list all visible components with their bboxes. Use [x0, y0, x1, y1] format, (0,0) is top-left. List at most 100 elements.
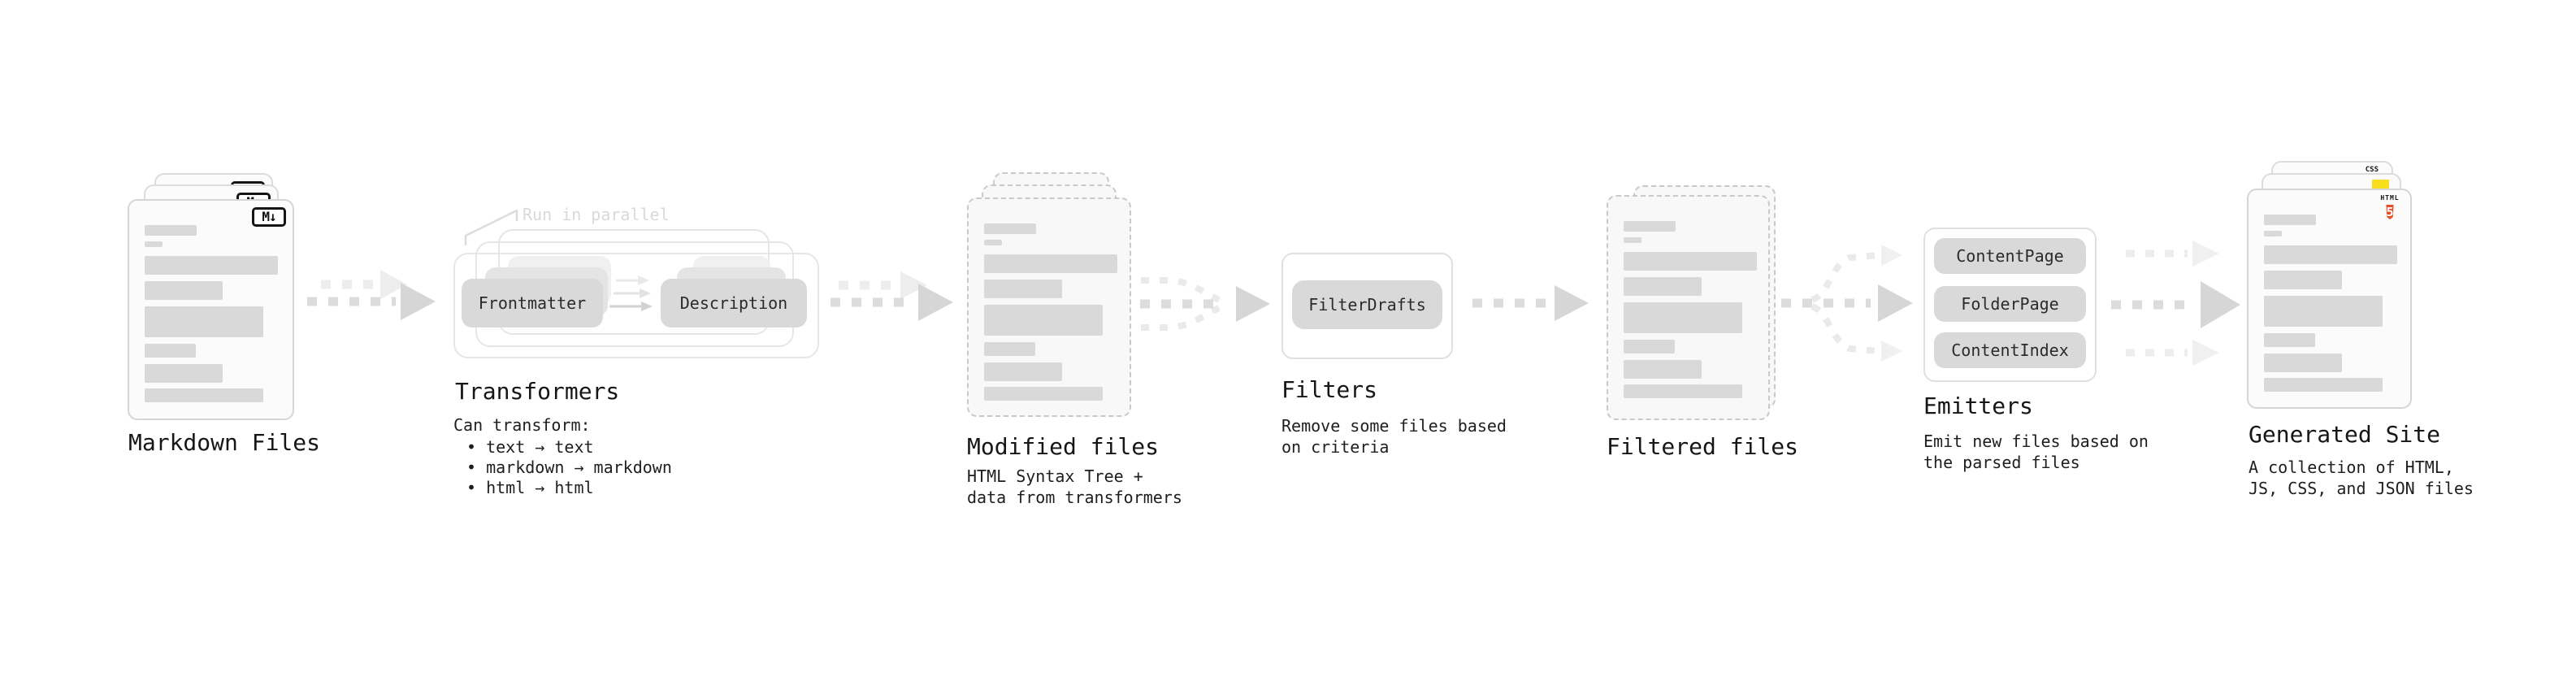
- stage-markdown-files: M↓ M↓ M↓ Markdown Files: [128, 159, 339, 476]
- arrowhead: [2192, 340, 2219, 366]
- placeholder-bar: [2264, 333, 2315, 347]
- placeholder-bar: [984, 223, 1036, 234]
- markdown-icon: M↓: [252, 207, 286, 227]
- html5-icon-word: HTML: [2380, 194, 2400, 202]
- stage-emitters: ContentPage FolderPage ContentIndex Emit…: [1923, 228, 2151, 488]
- generated-site-description: A collection of HTML, JS, CSS, and JSON …: [2249, 458, 2474, 498]
- stage-label-filtered-files: Filtered files: [1607, 433, 1799, 460]
- stage-generated-site: CSS HTML 5 Generated Site A collection o…: [2247, 159, 2491, 509]
- frontmatter-pill: Frontmatter: [462, 279, 603, 327]
- filtered-file-front: [1607, 195, 1770, 420]
- stage-label-transformers: Transformers: [455, 378, 620, 405]
- placeholder-bar: [145, 281, 223, 300]
- stage-label-markdown-files: Markdown Files: [128, 429, 321, 456]
- placeholder-bar: [145, 241, 163, 247]
- diverge-top-path: [1811, 252, 1880, 303]
- arrowhead: [2201, 281, 2240, 328]
- stage-label-emitters: Emitters: [1923, 393, 2033, 419]
- placeholder-bar: [1624, 221, 1676, 232]
- placeholder-bar: [2264, 296, 2383, 327]
- filters-description: Remove some files based on criteria: [1281, 416, 1507, 457]
- javascript-file-icon: [2372, 180, 2389, 189]
- placeholder-bar: [1624, 360, 1702, 379]
- placeholder-bar: [1624, 302, 1742, 333]
- stage-transformers: Run in parallel Frontmatter Description …: [453, 205, 835, 505]
- transformer-card-front: [453, 253, 819, 358]
- modified-files-description: HTML Syntax Tree + data from transformer…: [967, 466, 1182, 507]
- placeholder-bar: [2264, 231, 2282, 236]
- arrow-emitters-to-generated: [2111, 241, 2240, 366]
- folderpage-pill: FolderPage: [1934, 286, 2086, 322]
- description-pill: Description: [661, 279, 807, 327]
- arrow-filtered-to-emitters: [1781, 245, 1913, 362]
- modified-file-front: [967, 197, 1131, 417]
- placeholder-bar: [984, 254, 1117, 273]
- filterdrafts-pill: FilterDrafts: [1292, 280, 1442, 329]
- placeholder-bar: [984, 387, 1103, 401]
- contentindex-pill: ContentIndex: [1934, 332, 2086, 368]
- placeholder-bar: [2264, 215, 2316, 225]
- stage-label-modified-files: Modified files: [967, 433, 1160, 460]
- contentpage-pill: ContentPage: [1934, 238, 2086, 274]
- placeholder-bar: [2264, 245, 2397, 264]
- arrow-filters-to-filtered: [1472, 285, 1589, 321]
- stage-filters: FilterDrafts Filters Remove some files b…: [1281, 253, 1509, 480]
- arrowhead: [1881, 245, 1902, 266]
- placeholder-bar: [2264, 271, 2342, 289]
- placeholder-bar: [984, 342, 1035, 356]
- transform-bullet-list: • text → text • markdown → markdown • ht…: [466, 437, 672, 498]
- placeholder-bar: [1624, 237, 1641, 243]
- transform-bullet: • markdown → markdown: [466, 458, 672, 477]
- placeholder-bar: [1624, 252, 1757, 271]
- html5-icon: HTML 5: [2379, 194, 2400, 223]
- placeholder-bar: [145, 225, 197, 236]
- parallel-run-arrows: [609, 275, 653, 311]
- placeholder-bar: [2264, 354, 2342, 372]
- placeholder-bar: [145, 364, 223, 383]
- arrowhead: [1878, 284, 1913, 322]
- arrowhead: [638, 275, 649, 285]
- placeholder-bar: [1624, 340, 1675, 354]
- arrowhead: [641, 301, 653, 311]
- arrowhead: [2192, 241, 2219, 267]
- transform-bullet: • text → text: [466, 437, 594, 457]
- run-in-parallel-annotation: Run in parallel: [523, 205, 670, 224]
- arrowhead: [900, 271, 927, 299]
- arrowhead: [640, 288, 651, 298]
- stage-label-generated-site: Generated Site: [2249, 421, 2441, 448]
- stage-filtered-files: Filtered files: [1607, 159, 1834, 476]
- diverge-bottom-path: [1811, 303, 1880, 354]
- arrowhead: [918, 284, 953, 321]
- arrowhead: [1236, 286, 1270, 322]
- placeholder-bar: [984, 280, 1062, 298]
- arrow-transformers-to-modified: [830, 271, 953, 321]
- arrowhead: [401, 283, 436, 320]
- markdown-file-front: M↓: [128, 199, 294, 420]
- placeholder-bar: [145, 306, 263, 337]
- placeholder-bar: [145, 256, 278, 275]
- placeholder-bar: [984, 240, 1002, 245]
- placeholder-bar: [145, 344, 196, 358]
- html5-icon-shield: 5: [2386, 205, 2394, 219]
- converge-bottom-path: [1141, 305, 1221, 331]
- stage-modified-files: Modified files HTML Syntax Tree + data f…: [967, 159, 1203, 509]
- stage-label-filters: Filters: [1281, 376, 1378, 403]
- converge-top-path: [1141, 277, 1221, 303]
- placeholder-bar: [2264, 378, 2383, 392]
- arrowhead: [380, 270, 407, 299]
- generated-file-html: HTML 5: [2247, 189, 2412, 409]
- arrow-markdown-to-transformers: [307, 270, 436, 320]
- can-transform-title: Can transform:: [453, 415, 591, 435]
- arrowhead: [1881, 340, 1902, 362]
- transform-bullet: • html → html: [466, 478, 594, 497]
- arrowhead: [1555, 285, 1589, 321]
- placeholder-bar: [984, 362, 1062, 381]
- placeholder-bar: [984, 305, 1103, 336]
- arrow-modified-to-filters: [1140, 277, 1270, 331]
- annotation-leader-line: [464, 209, 518, 245]
- placeholder-bar: [1624, 277, 1702, 296]
- placeholder-bar: [1624, 384, 1742, 398]
- emitters-description: Emit new files based on the parsed files: [1923, 432, 2149, 472]
